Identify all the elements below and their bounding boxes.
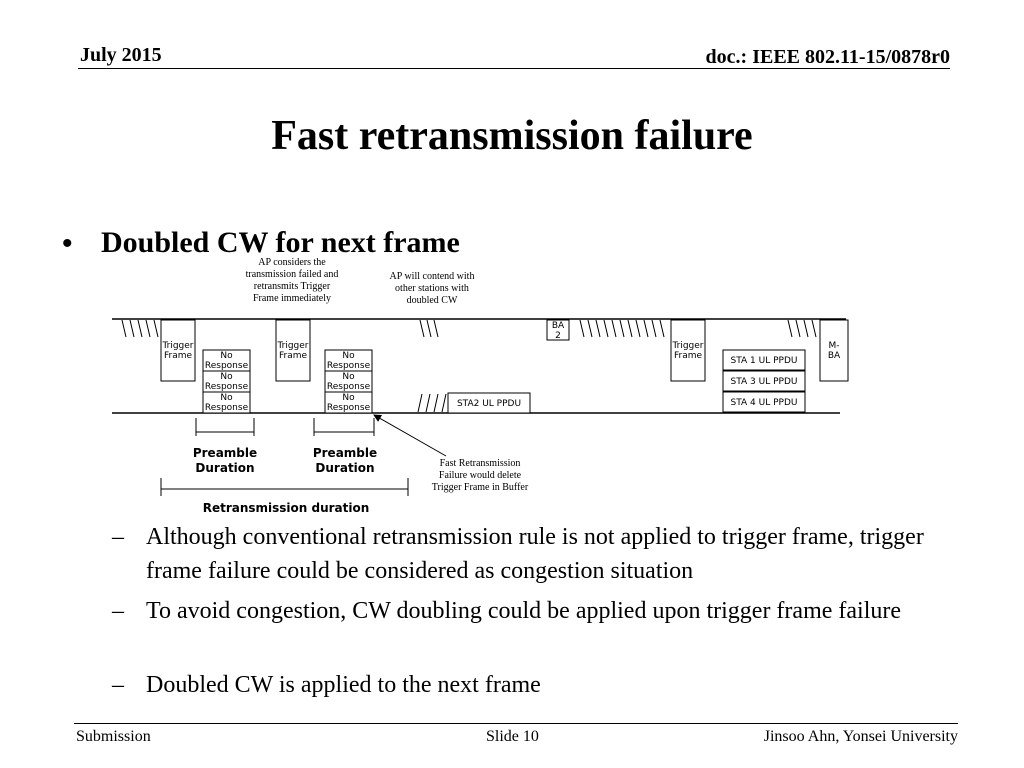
trigger-frame-2-label-a: Trigger bbox=[276, 341, 308, 351]
footer-submission: Submission bbox=[76, 728, 151, 745]
ba2-label-b: 2 bbox=[555, 331, 561, 341]
sub-bullet-2: – To avoid congestion, CW doubling could… bbox=[112, 594, 972, 628]
no-response-1b-label-b: Response bbox=[205, 382, 249, 392]
backoff-slots-1 bbox=[121, 319, 159, 338]
footer-slide-number: Slide 10 bbox=[486, 728, 539, 745]
sub-bullet-2-text: To avoid congestion, CW doubling could b… bbox=[146, 598, 902, 624]
backoff-slots-sta bbox=[417, 393, 447, 413]
header-date: July 2015 bbox=[80, 44, 162, 66]
ba2-frame bbox=[546, 319, 570, 341]
ann-ap-considers-4: Frame immediately bbox=[253, 293, 331, 304]
ann-fast-fail-3: Trigger Frame in Buffer bbox=[432, 482, 529, 493]
sta3-ul-ppdu-label: STA 3 UL PPDU bbox=[731, 377, 798, 387]
backoff-slots-4 bbox=[787, 319, 817, 338]
sta1-ul-ppdu bbox=[722, 349, 806, 371]
no-response-1b-label: No bbox=[220, 372, 233, 382]
sub-bullet-2-dash: – bbox=[112, 598, 124, 624]
preamble-duration-2-a: Preamble bbox=[313, 446, 377, 460]
ann-ap-contend-3: doubled CW bbox=[407, 295, 458, 306]
sta4-ul-ppdu-label: STA 4 UL PPDU bbox=[731, 398, 798, 408]
ba2-label-a: BA bbox=[552, 321, 565, 331]
header-doc-id: doc.: IEEE 802.11-15/0878r0 bbox=[705, 46, 950, 68]
trigger-frame-3-label-a: Trigger bbox=[671, 341, 703, 351]
mba-label-a: M- bbox=[828, 341, 839, 351]
preamble-duration-1-a: Preamble bbox=[193, 446, 257, 460]
no-response-group-1: No Response No Response No Response bbox=[202, 349, 251, 414]
ann-ap-contend-2: other stations with bbox=[395, 283, 469, 294]
retx-duration-label: Retransmission duration bbox=[203, 501, 370, 515]
trigger-frame-1 bbox=[160, 319, 196, 382]
no-response-2c-label-b: Response bbox=[327, 403, 371, 413]
ann-fast-fail-2: Failure would delete bbox=[439, 470, 522, 481]
footer-author: Jinsoo Ahn, Yonsei University bbox=[763, 728, 958, 745]
preamble-duration-1-b: Duration bbox=[195, 461, 254, 475]
no-response-1a-label: No bbox=[220, 351, 233, 361]
preamble-bracket-2 bbox=[313, 418, 375, 436]
no-response-2b-label-b: Response bbox=[327, 382, 371, 392]
ann-ap-considers-3: retransmits Trigger bbox=[254, 281, 331, 292]
sub-bullet-3-text: Doubled CW is applied to the next frame bbox=[146, 672, 541, 698]
no-response-2a-label: No bbox=[342, 351, 355, 361]
mba-label-b: BA bbox=[828, 351, 841, 361]
no-response-2b-label: No bbox=[342, 372, 355, 382]
fast-fail-arrow bbox=[373, 414, 447, 457]
trigger-frame-2-label-b: Frame bbox=[279, 351, 308, 361]
backoff-slots-2 bbox=[419, 319, 439, 338]
no-response-group-2: No Response No Response No Response bbox=[324, 349, 373, 414]
sub-bullet-1-dash: – bbox=[112, 524, 124, 550]
sub-bullet-1-text: Although conventional retransmission rul… bbox=[146, 524, 924, 584]
trigger-frame-1-label-a: Trigger bbox=[161, 341, 193, 351]
trigger-frame-1-label-b: Frame bbox=[164, 351, 193, 361]
preamble-duration-2-b: Duration bbox=[315, 461, 374, 475]
ann-ap-considers-2: transmission failed and bbox=[246, 269, 339, 280]
ann-ap-contend-1: AP will contend with bbox=[390, 271, 475, 282]
sta2-ul-ppdu-label: STA2 UL PPDU bbox=[457, 399, 521, 409]
trigger-frame-3 bbox=[670, 319, 706, 382]
no-response-1c-label-b: Response bbox=[205, 403, 249, 413]
mba-frame bbox=[819, 319, 849, 382]
main-bullet: Doubled CW for next frame bbox=[101, 226, 460, 259]
bullet-marker: • bbox=[62, 227, 73, 260]
backoff-slots-3 bbox=[579, 319, 665, 338]
footer-rule bbox=[74, 723, 958, 724]
sta2-ul-ppdu bbox=[447, 392, 531, 414]
slide-title: Fast retransmission failure bbox=[271, 113, 753, 159]
no-response-2a-label-b: Response bbox=[327, 361, 371, 371]
preamble-bracket-1 bbox=[195, 418, 255, 436]
sta4-ul-ppdu bbox=[722, 391, 806, 413]
no-response-1c-label: No bbox=[220, 393, 233, 403]
no-response-1a-label-b: Response bbox=[205, 361, 249, 371]
no-response-2c-label: No bbox=[342, 393, 355, 403]
retx-bracket bbox=[160, 478, 409, 496]
sub-bullet-3: – Doubled CW is applied to the next fram… bbox=[112, 668, 972, 702]
sub-bullet-1: – Although conventional retransmission r… bbox=[112, 520, 972, 588]
ann-ap-considers-1: AP considers the bbox=[258, 257, 326, 268]
sub-bullet-3-dash: – bbox=[112, 672, 124, 698]
trigger-frame-2 bbox=[275, 319, 311, 382]
header-rule bbox=[78, 68, 950, 69]
sta1-ul-ppdu-label: STA 1 UL PPDU bbox=[731, 356, 798, 366]
sta3-ul-ppdu bbox=[722, 370, 806, 392]
trigger-frame-3-label-b: Frame bbox=[674, 351, 703, 361]
ann-fast-fail-1: Fast Retransmission bbox=[440, 458, 521, 469]
